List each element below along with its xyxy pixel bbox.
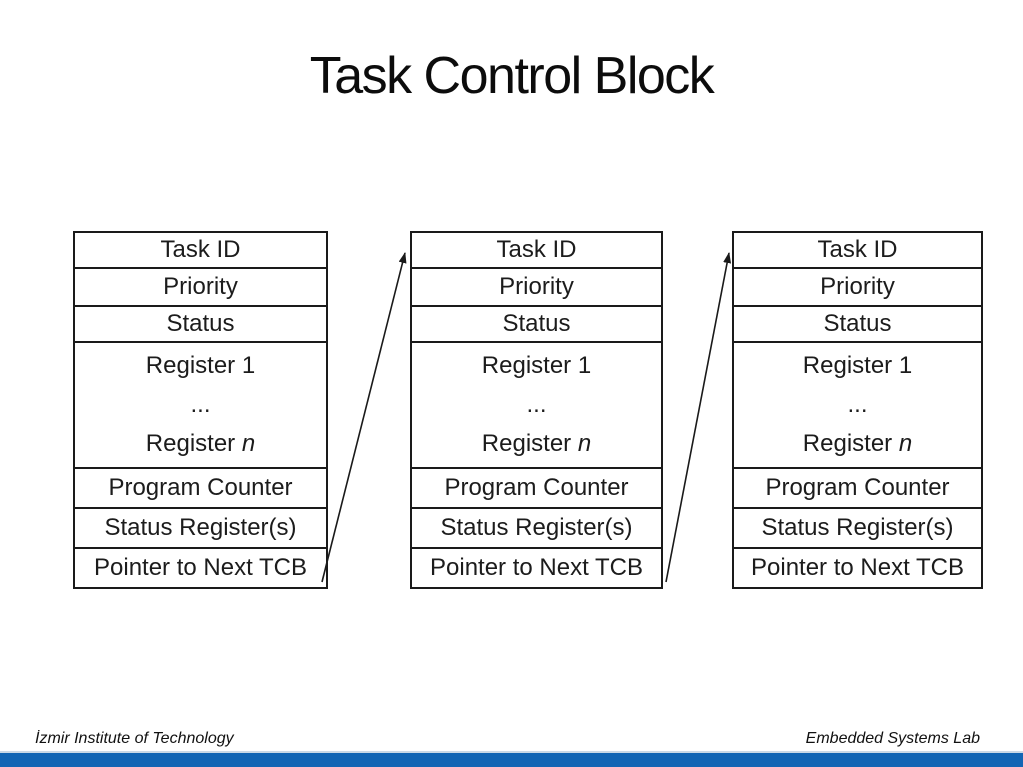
tcb3-cell-program-counter: Program Counter (734, 469, 981, 509)
tcb1-cell-priority: Priority (75, 269, 326, 307)
tcb3-cell-registers: Register 1 ... Register n (734, 343, 981, 469)
tcb1-cell-status: Status (75, 307, 326, 343)
tcb3-cell-task-id: Task ID (734, 233, 981, 269)
tcb2-register-ellipsis: ... (526, 390, 547, 418)
footer-accent-bar (0, 751, 1023, 767)
tcb3-cell-pointer-next-tcb: Pointer to Next TCB (751, 554, 964, 581)
tcb-block-3: Task ID Priority Status Register 1 ... R… (732, 231, 983, 589)
tcb2-cell-status: Status (412, 307, 661, 343)
tcb2-cell-registers: Register 1 ... Register n (412, 343, 661, 469)
tcb1-cell-program-counter: Program Counter (75, 469, 326, 509)
tcb2-cell-task-id: Task ID (412, 233, 661, 269)
tcb2-cell-pointer-next-tcb: Pointer to Next TCB (430, 554, 643, 581)
tcb1-register-1: Register 1 (145, 352, 256, 380)
tcb2-register-n: Register n (481, 429, 592, 457)
tcb3-register-n: Register n (802, 429, 913, 457)
tcb1-cell-registers: Register 1 ... Register n (75, 343, 326, 469)
tcb2-register-1: Register 1 (481, 352, 592, 380)
tcb1-register-n: Register n (145, 429, 256, 457)
tcb3-register-1: Register 1 (802, 352, 913, 380)
arrow-tcb1-to-tcb2 (321, 252, 407, 583)
tcb3-register-ellipsis: ... (847, 390, 868, 418)
tcb1-cell-status-registers: Status Register(s) (75, 509, 326, 549)
tcb1-cell-task-id: Task ID (75, 233, 326, 269)
tcb1-cell-pointer-next-tcb: Pointer to Next TCB (94, 554, 307, 581)
arrow-tcb2-to-tcb3 (665, 252, 732, 583)
tcb3-cell-priority: Priority (734, 269, 981, 307)
tcb2-cell-status-registers: Status Register(s) (412, 509, 661, 549)
tcb-block-2: Task ID Priority Status Register 1 ... R… (410, 231, 663, 589)
tcb3-cell-status-registers: Status Register(s) (734, 509, 981, 549)
tcb1-register-ellipsis: ... (190, 390, 211, 418)
tcb3-cell-status: Status (734, 307, 981, 343)
tcb-block-1: Task ID Priority Status Register 1 ... R… (73, 231, 328, 589)
footer-institution: İzmir Institute of Technology (35, 730, 234, 747)
slide-title: Task Control Block (309, 47, 715, 105)
tcb2-cell-priority: Priority (412, 269, 661, 307)
footer-lab: Embedded Systems Lab (805, 730, 980, 747)
tcb2-cell-program-counter: Program Counter (412, 469, 661, 509)
